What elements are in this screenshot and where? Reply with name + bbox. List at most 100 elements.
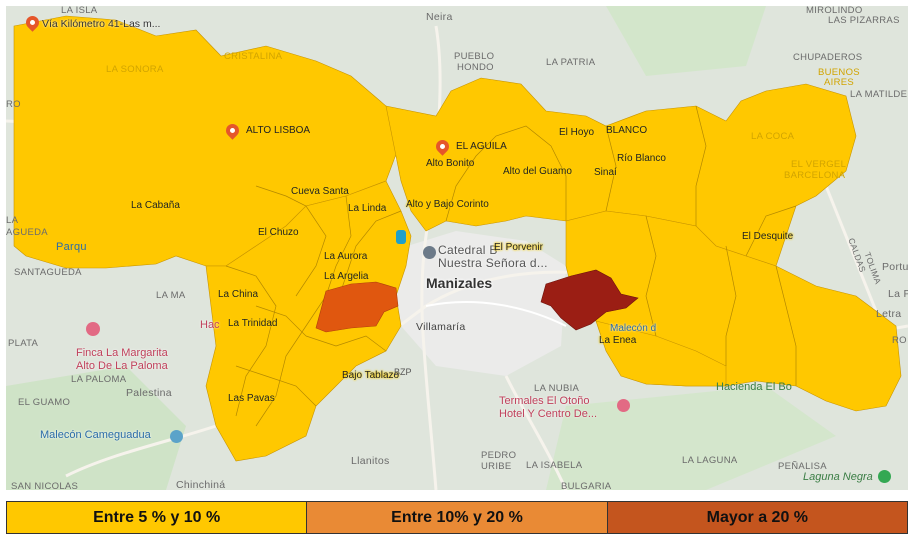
hotel-icon[interactable] bbox=[617, 399, 630, 412]
road bbox=[504, 375, 568, 490]
place-label: EL GUAMO bbox=[18, 397, 71, 408]
place-label: LA COCA bbox=[751, 131, 795, 142]
place-label: Chinchiná bbox=[176, 479, 226, 490]
place-label: LA NUBIA bbox=[534, 383, 580, 394]
place-label: MIROLINDO bbox=[806, 6, 863, 16]
place-label: Catedral B bbox=[438, 243, 498, 257]
region-south[interactable] bbox=[205, 180, 412, 462]
pin-label: ALTO LISBOA bbox=[246, 125, 311, 136]
pin-label: Vía Kilómetro 41-Las m... bbox=[42, 18, 161, 30]
vereda-label: La Trinidad bbox=[228, 318, 278, 329]
poi-label[interactable]: Malecón d bbox=[610, 323, 657, 334]
green-area bbox=[546, 386, 836, 490]
vereda-label: El Desquite bbox=[742, 231, 794, 242]
poi-label[interactable]: Alto De La Paloma bbox=[76, 360, 168, 372]
place-label: LA MATILDE bbox=[850, 89, 908, 100]
vereda-label: Alto del Guamo bbox=[503, 166, 572, 177]
place-label: SANTAGUEDA bbox=[14, 267, 82, 278]
vereda-boundaries bbox=[225, 105, 797, 427]
vereda-label: El Hoyo bbox=[559, 127, 595, 138]
vereda-label: El Porvenir bbox=[494, 242, 543, 253]
map-legend: Entre 5 % y 10 % Entre 10% y 20 % Mayor … bbox=[6, 501, 908, 534]
church-icon[interactable] bbox=[423, 246, 436, 259]
place-label: LAS PIZARRAS bbox=[828, 15, 900, 26]
place-label: Villamaría bbox=[416, 321, 466, 333]
pin-label: Alto Bonito bbox=[426, 158, 475, 169]
vereda-label: La Linda bbox=[348, 203, 387, 214]
map-canvas bbox=[6, 6, 908, 490]
poi-label[interactable]: Laguna Negra bbox=[803, 471, 873, 483]
place-label: CRISTALINA bbox=[224, 51, 283, 62]
vereda-label: La Argelia bbox=[324, 271, 369, 282]
hotel-icon[interactable] bbox=[86, 322, 100, 336]
legend-label: Entre 5 % y 10 % bbox=[93, 508, 221, 526]
region-east-lower[interactable] bbox=[595, 320, 727, 387]
place-label: LA ISLA bbox=[61, 6, 98, 16]
legend-item-high: Mayor a 20 % bbox=[607, 502, 907, 533]
vereda-label: Las Pavas bbox=[228, 393, 275, 404]
city-label: Manizales bbox=[426, 275, 493, 291]
vereda-label: Alto y Bajo Corinto bbox=[406, 199, 489, 210]
place-label: LA bbox=[6, 215, 19, 226]
place-label: LA PALOMA bbox=[71, 374, 127, 385]
legend-item-mid: Entre 10% y 20 % bbox=[307, 502, 608, 533]
place-label: AIRES bbox=[824, 77, 855, 88]
park-icon[interactable] bbox=[170, 430, 183, 443]
place-label: Palestina bbox=[126, 387, 172, 399]
vereda-label: La Cabaña bbox=[131, 200, 180, 211]
place-label: AGUEDA bbox=[6, 227, 48, 238]
place-label: LA SONORA bbox=[106, 64, 164, 75]
place-label: CHUPADEROS bbox=[793, 52, 863, 63]
place-label: LA ISABELA bbox=[526, 460, 583, 471]
green-area bbox=[606, 6, 766, 76]
transit-icon[interactable] bbox=[396, 230, 406, 244]
place-label: San NICOLAS bbox=[11, 481, 79, 490]
vereda-label: Sinaí bbox=[594, 167, 617, 178]
road bbox=[420, 25, 442, 490]
region-high-red[interactable] bbox=[540, 269, 639, 331]
place-label: BUENOS bbox=[818, 67, 860, 78]
place-label: EL VERGEL bbox=[791, 159, 847, 170]
vereda-label: Río Blanco bbox=[617, 153, 666, 164]
place-label: URIBE bbox=[481, 461, 512, 472]
nature-icon[interactable] bbox=[878, 470, 891, 483]
vereda-label: Bajo Tablazo bbox=[342, 370, 400, 381]
place-label: HONDO bbox=[457, 62, 494, 73]
place-label: Portug bbox=[882, 261, 908, 273]
vereda-label: Cueva Santa bbox=[291, 186, 349, 197]
legend-label: Mayor a 20 % bbox=[706, 508, 809, 526]
region-north-central[interactable] bbox=[385, 77, 857, 267]
place-label: Letra bbox=[876, 308, 902, 320]
poi-label[interactable]: Malecón Cameguadua bbox=[40, 429, 151, 441]
region-mid-orange[interactable] bbox=[315, 281, 399, 333]
vereda-label: El Chuzo bbox=[258, 227, 299, 238]
legend-item-low: Entre 5 % y 10 % bbox=[7, 502, 308, 533]
vereda-label: La Enea bbox=[599, 335, 637, 346]
place-label: RO bbox=[892, 335, 907, 346]
poi-label[interactable]: Hotel Y Centro De... bbox=[499, 408, 598, 420]
map-view[interactable]: LA ISLA Neira MIROLINDO LAS PIZARRAS PUE… bbox=[6, 6, 908, 490]
place-label: PEÑALISA bbox=[778, 461, 827, 472]
pin-label: EL AGUILA bbox=[456, 141, 507, 152]
place-label: LA PATRIA bbox=[546, 57, 596, 68]
poi-label[interactable]: Hacienda El Bo bbox=[716, 381, 792, 393]
place-label: Llanitos bbox=[351, 455, 390, 467]
vereda-label: La Aurora bbox=[324, 251, 368, 262]
place-label: BULGARIA bbox=[561, 481, 612, 490]
place-label: BARCELONA bbox=[784, 170, 846, 181]
place-label: PEDRO bbox=[481, 450, 517, 461]
poi-label[interactable]: Finca La Margarita bbox=[76, 347, 168, 359]
place-label: LA MA bbox=[156, 290, 186, 301]
poi-label[interactable]: Hac bbox=[200, 319, 220, 331]
poi-label: BZP bbox=[394, 367, 412, 377]
poi-label[interactable]: Termales El Otoño bbox=[499, 395, 590, 407]
place-label: RO bbox=[6, 99, 21, 110]
place-label: Nuestra Señora d... bbox=[438, 256, 548, 270]
vereda-label: La China bbox=[218, 289, 259, 300]
place-label: PLATA bbox=[8, 338, 39, 349]
place-label: LA LAGUNA bbox=[682, 455, 738, 466]
green-area bbox=[6, 366, 186, 490]
place-label: Parqu bbox=[56, 241, 87, 253]
place-label: Neira bbox=[426, 11, 453, 23]
urban-area bbox=[391, 231, 566, 376]
